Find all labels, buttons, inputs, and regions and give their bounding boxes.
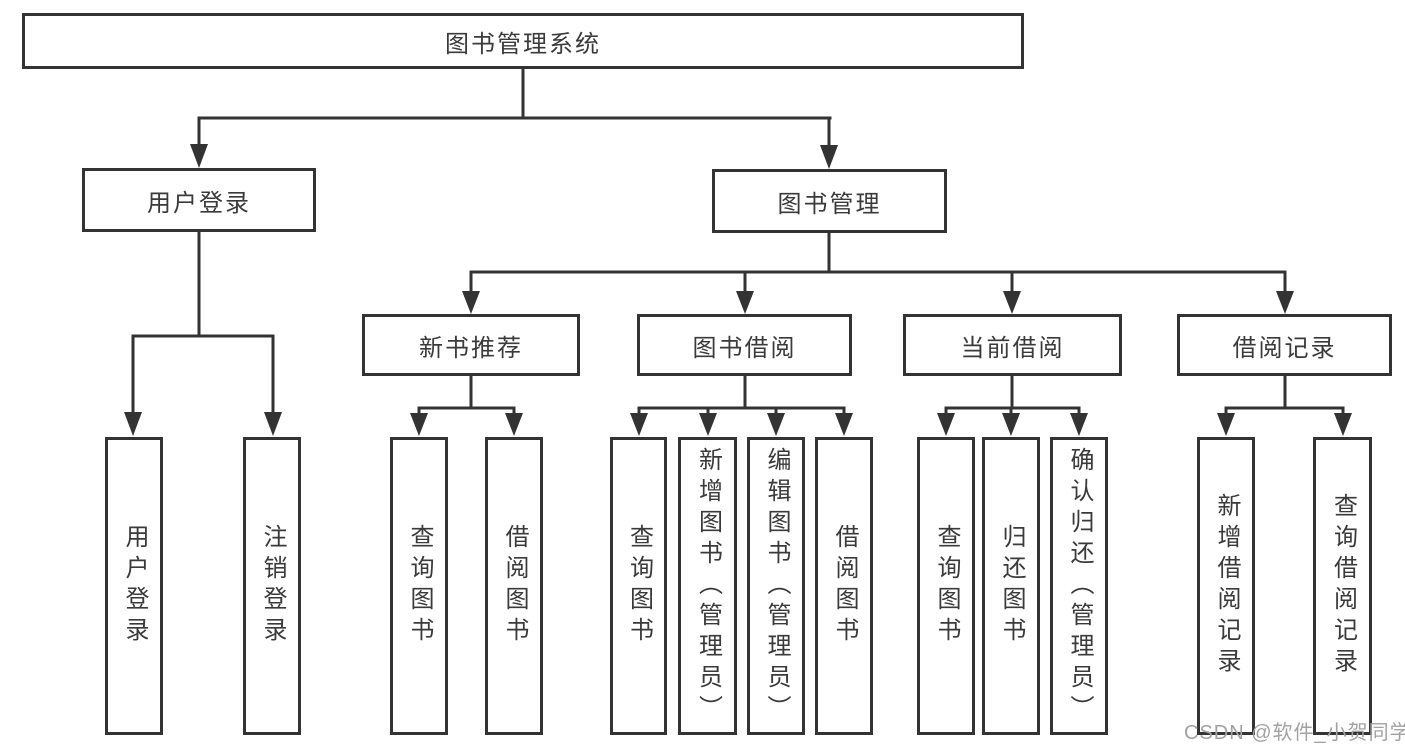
node-borrowing-records: 借阅记录 <box>1177 314 1392 376</box>
connector-book-borrowing-to-leaves <box>630 374 853 436</box>
leaf-query-borrow-record: 查询借阅记录 <box>1313 437 1372 735</box>
connector-user-login-to-leaves <box>124 230 282 436</box>
leaf-add-borrow-record-label: 新增借阅记录 <box>1213 493 1240 679</box>
leaf-user-login: 用户登录 <box>105 437 163 735</box>
leaf-query-books-rec: 查询图书 <box>390 437 448 735</box>
node-user-login: 用户登录 <box>82 168 316 232</box>
leaf-query-books-current: 查询图书 <box>917 437 975 735</box>
leaf-confirm-return-admin-label: 确认归还（管理员） <box>1066 446 1093 726</box>
connector-new-books-to-leaves <box>410 374 523 436</box>
node-borrowing-records-label: 借阅记录 <box>1232 334 1337 362</box>
leaf-query-books-rec-label: 查询图书 <box>406 524 433 648</box>
leaf-add-books-admin: 新增图书（管理员） <box>678 437 737 735</box>
leaf-return-books: 归还图书 <box>982 437 1040 735</box>
node-new-book-recommendation: 新书推荐 <box>362 314 580 376</box>
leaf-logout: 注销登录 <box>243 437 301 735</box>
node-current-borrowing-label: 当前借阅 <box>960 334 1065 362</box>
node-book-management-label: 图书管理 <box>777 190 882 218</box>
leaf-borrow-books-rec-label: 借阅图书 <box>501 524 528 648</box>
leaf-query-books-borrow-label: 查询图书 <box>625 524 653 648</box>
watermark: CSDN @软件_小贺同学 <box>1184 722 1405 744</box>
node-book-management: 图书管理 <box>712 169 947 233</box>
node-root: 图书管理系统 <box>22 13 1024 69</box>
connector-borrowing-records-to-leaves <box>1217 374 1352 436</box>
leaf-edit-books-admin-label: 编辑图书（管理员） <box>763 446 790 726</box>
leaf-add-books-admin-label: 新增图书（管理员） <box>694 446 722 726</box>
node-new-book-recommendation-label: 新书推荐 <box>419 334 523 362</box>
leaf-borrow-books-rec: 借阅图书 <box>485 437 543 735</box>
node-book-borrowing: 图书借阅 <box>637 314 852 376</box>
connector-root-to-level2 <box>190 67 838 169</box>
leaf-borrow-books: 借阅图书 <box>815 437 873 735</box>
leaf-borrow-books-label: 借阅图书 <box>831 524 858 648</box>
leaf-query-borrow-record-label: 查询借阅记录 <box>1329 493 1357 679</box>
connector-current-borrowing-to-leaves <box>937 374 1088 436</box>
leaf-logout-label: 注销登录 <box>259 524 286 648</box>
leaf-add-borrow-record: 新增借阅记录 <box>1197 437 1255 735</box>
leaf-return-books-label: 归还图书 <box>998 524 1025 648</box>
leaf-confirm-return-admin: 确认归还（管理员） <box>1050 437 1108 735</box>
leaf-query-books-borrow: 查询图书 <box>610 437 667 735</box>
node-root-label: 图书管理系统 <box>445 30 601 58</box>
node-current-borrowing: 当前借阅 <box>903 314 1122 376</box>
node-user-login-label: 用户登录 <box>147 189 251 217</box>
leaf-user-login-label: 用户登录 <box>121 524 148 648</box>
leaf-query-books-current-label: 查询图书 <box>933 524 960 648</box>
node-book-borrowing-label: 图书借阅 <box>692 334 797 362</box>
connector-book-mgmt-to-level3 <box>462 231 1294 314</box>
leaf-edit-books-admin: 编辑图书（管理员） <box>747 437 805 735</box>
